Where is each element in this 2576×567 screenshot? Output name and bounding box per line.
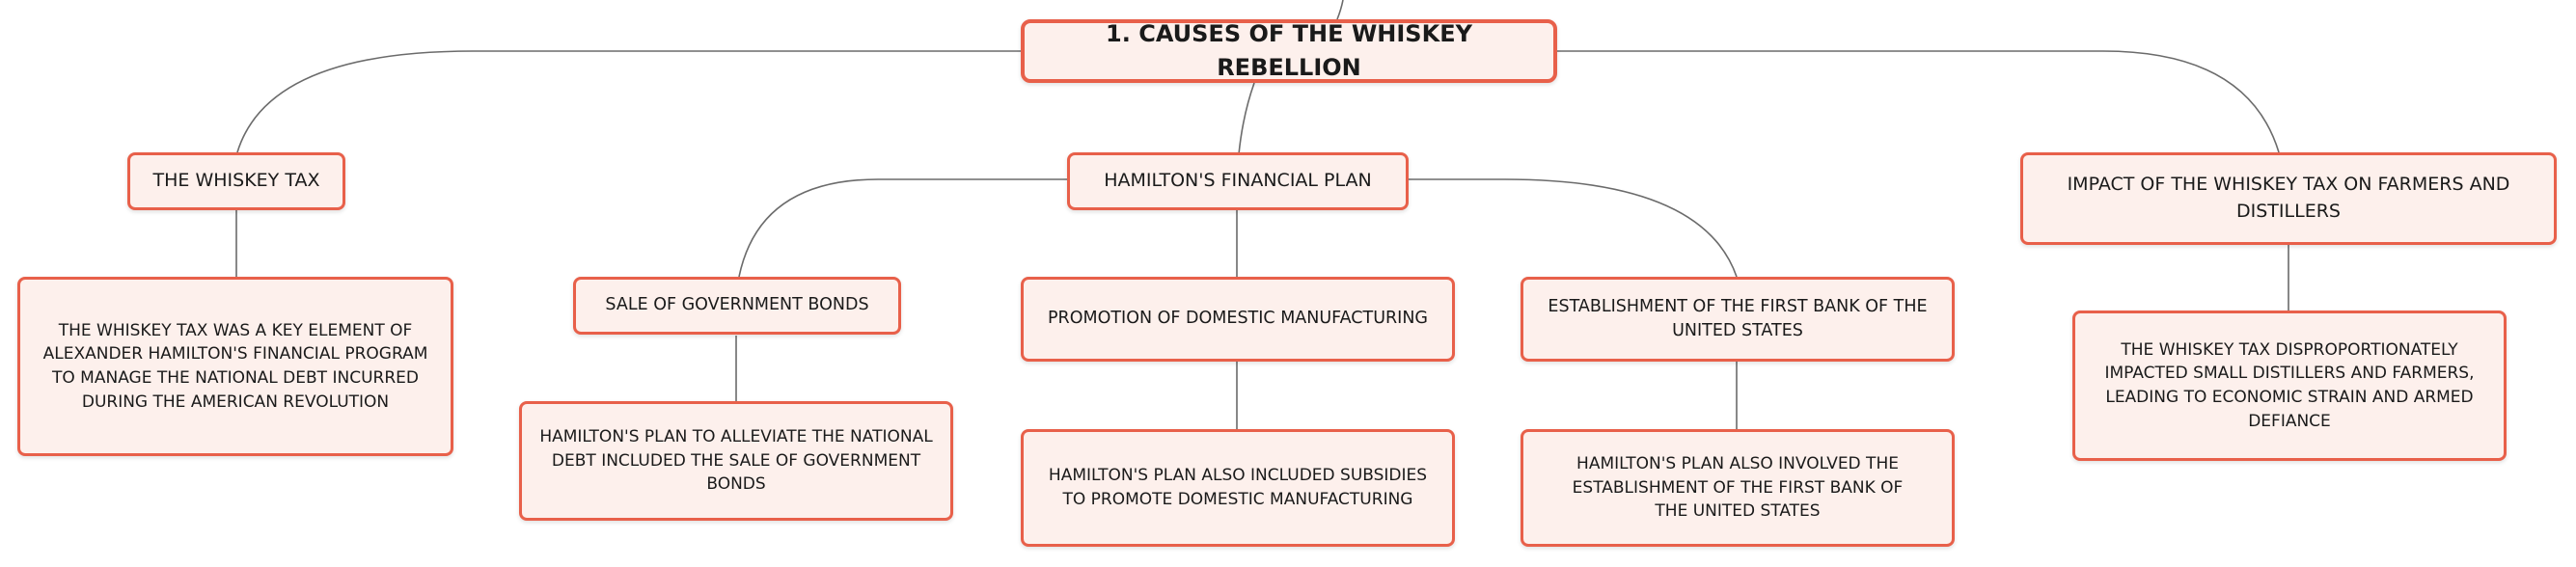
subtopic-domestic-manufacturing-label: PROMOTION OF DOMESTIC MANUFACTURING <box>1048 309 1428 329</box>
subtopic-domestic-manufacturing[interactable]: PROMOTION OF DOMESTIC MANUFACTURING <box>1021 277 1455 362</box>
subtopic-first-bank[interactable]: ESTABLISHMENT OF THE FIRST BANK OF THE U… <box>1521 277 1955 362</box>
topic-financial-plan[interactable]: HAMILTON'S FINANCIAL PLAN <box>1067 152 1409 210</box>
detail-impact-on-farmers-text: THE WHISKEY TAX DISPROPORTIONATELY IMPAC… <box>2104 339 2475 431</box>
topic-impact-on-farmers[interactable]: IMPACT OF THE WHISKEY TAX ON FARMERS AND… <box>2020 152 2557 245</box>
connector-root-impact <box>1555 50 2280 153</box>
connector-parent <box>1336 0 1344 20</box>
subtopic-first-bank-label: ESTABLISHMENT OF THE FIRST BANK OF THE U… <box>1548 296 1928 340</box>
subtopic-government-bonds[interactable]: SALE OF GOVERNMENT BONDS <box>573 277 901 335</box>
topic-whiskey-tax-label: THE WHISKEY TAX <box>152 170 320 192</box>
connector-plan-bonds <box>738 178 1068 278</box>
subtopic-government-bonds-label: SALE OF GOVERNMENT BONDS <box>605 295 869 315</box>
connector-root-whiskey-tax <box>236 50 1021 153</box>
detail-whiskey-tax[interactable]: THE WHISKEY TAX WAS A KEY ELEMENT OF ALE… <box>17 277 453 456</box>
root-topic-label: 1. CAUSES OF THE WHISKEY REBELLION <box>1106 20 1472 81</box>
topic-financial-plan-label: HAMILTON'S FINANCIAL PLAN <box>1104 170 1372 192</box>
detail-first-bank-text: HAMILTON'S PLAN ALSO INVOLVED THE ESTABL… <box>1572 454 1904 522</box>
detail-impact-on-farmers[interactable]: THE WHISKEY TAX DISPROPORTIONATELY IMPAC… <box>2072 310 2507 461</box>
detail-first-bank[interactable]: HAMILTON'S PLAN ALSO INVOLVED THE ESTABL… <box>1521 429 1955 547</box>
topic-impact-on-farmers-label: IMPACT OF THE WHISKEY TAX ON FARMERS AND… <box>2067 174 2510 222</box>
topic-whiskey-tax[interactable]: THE WHISKEY TAX <box>127 152 345 210</box>
connector-root-financial-plan <box>1238 82 1255 155</box>
connector-plan-bank <box>1362 178 1738 278</box>
detail-government-bonds-text: HAMILTON'S PLAN TO ALLEVIATE THE NATIONA… <box>539 427 933 495</box>
detail-whiskey-tax-text: THE WHISKEY TAX WAS A KEY ELEMENT OF ALE… <box>42 320 428 412</box>
detail-government-bonds[interactable]: HAMILTON'S PLAN TO ALLEVIATE THE NATIONA… <box>519 401 953 521</box>
root-topic[interactable]: 1. CAUSES OF THE WHISKEY REBELLION <box>1021 19 1557 83</box>
detail-domestic-manufacturing[interactable]: HAMILTON'S PLAN ALSO INCLUDED SUBSIDIES … <box>1021 429 1455 547</box>
detail-domestic-manufacturing-text: HAMILTON'S PLAN ALSO INCLUDED SUBSIDIES … <box>1048 466 1428 509</box>
